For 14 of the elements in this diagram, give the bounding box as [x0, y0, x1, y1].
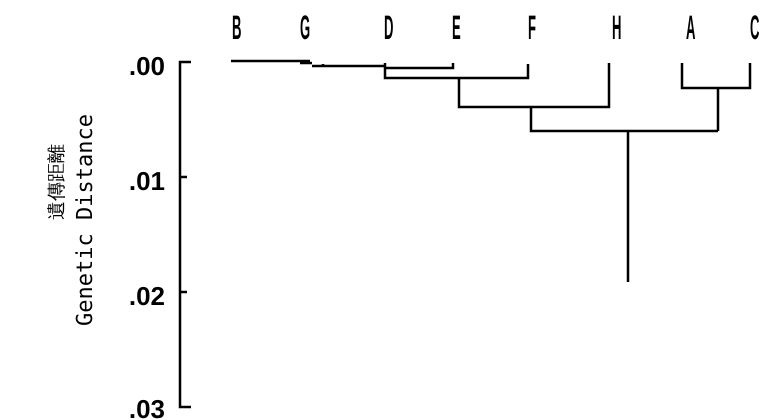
- tick-label: .03: [128, 396, 165, 420]
- tick-label: .01: [128, 168, 165, 194]
- leaf-label: A: [684, 11, 696, 45]
- leaf-label: H: [610, 11, 622, 45]
- axis-title: Genetic Distance: [75, 114, 97, 326]
- leaf-label: C: [748, 11, 760, 45]
- leaf-label: E: [450, 11, 462, 45]
- leaf-label: D: [382, 11, 394, 45]
- leaf-label: G: [298, 11, 312, 45]
- tick-label: .00: [128, 53, 165, 79]
- leaf-label: F: [526, 11, 537, 45]
- axis-title: 遺傳距離: [48, 144, 66, 220]
- tick-label: .02: [128, 283, 165, 309]
- leaf-label: B: [230, 11, 242, 45]
